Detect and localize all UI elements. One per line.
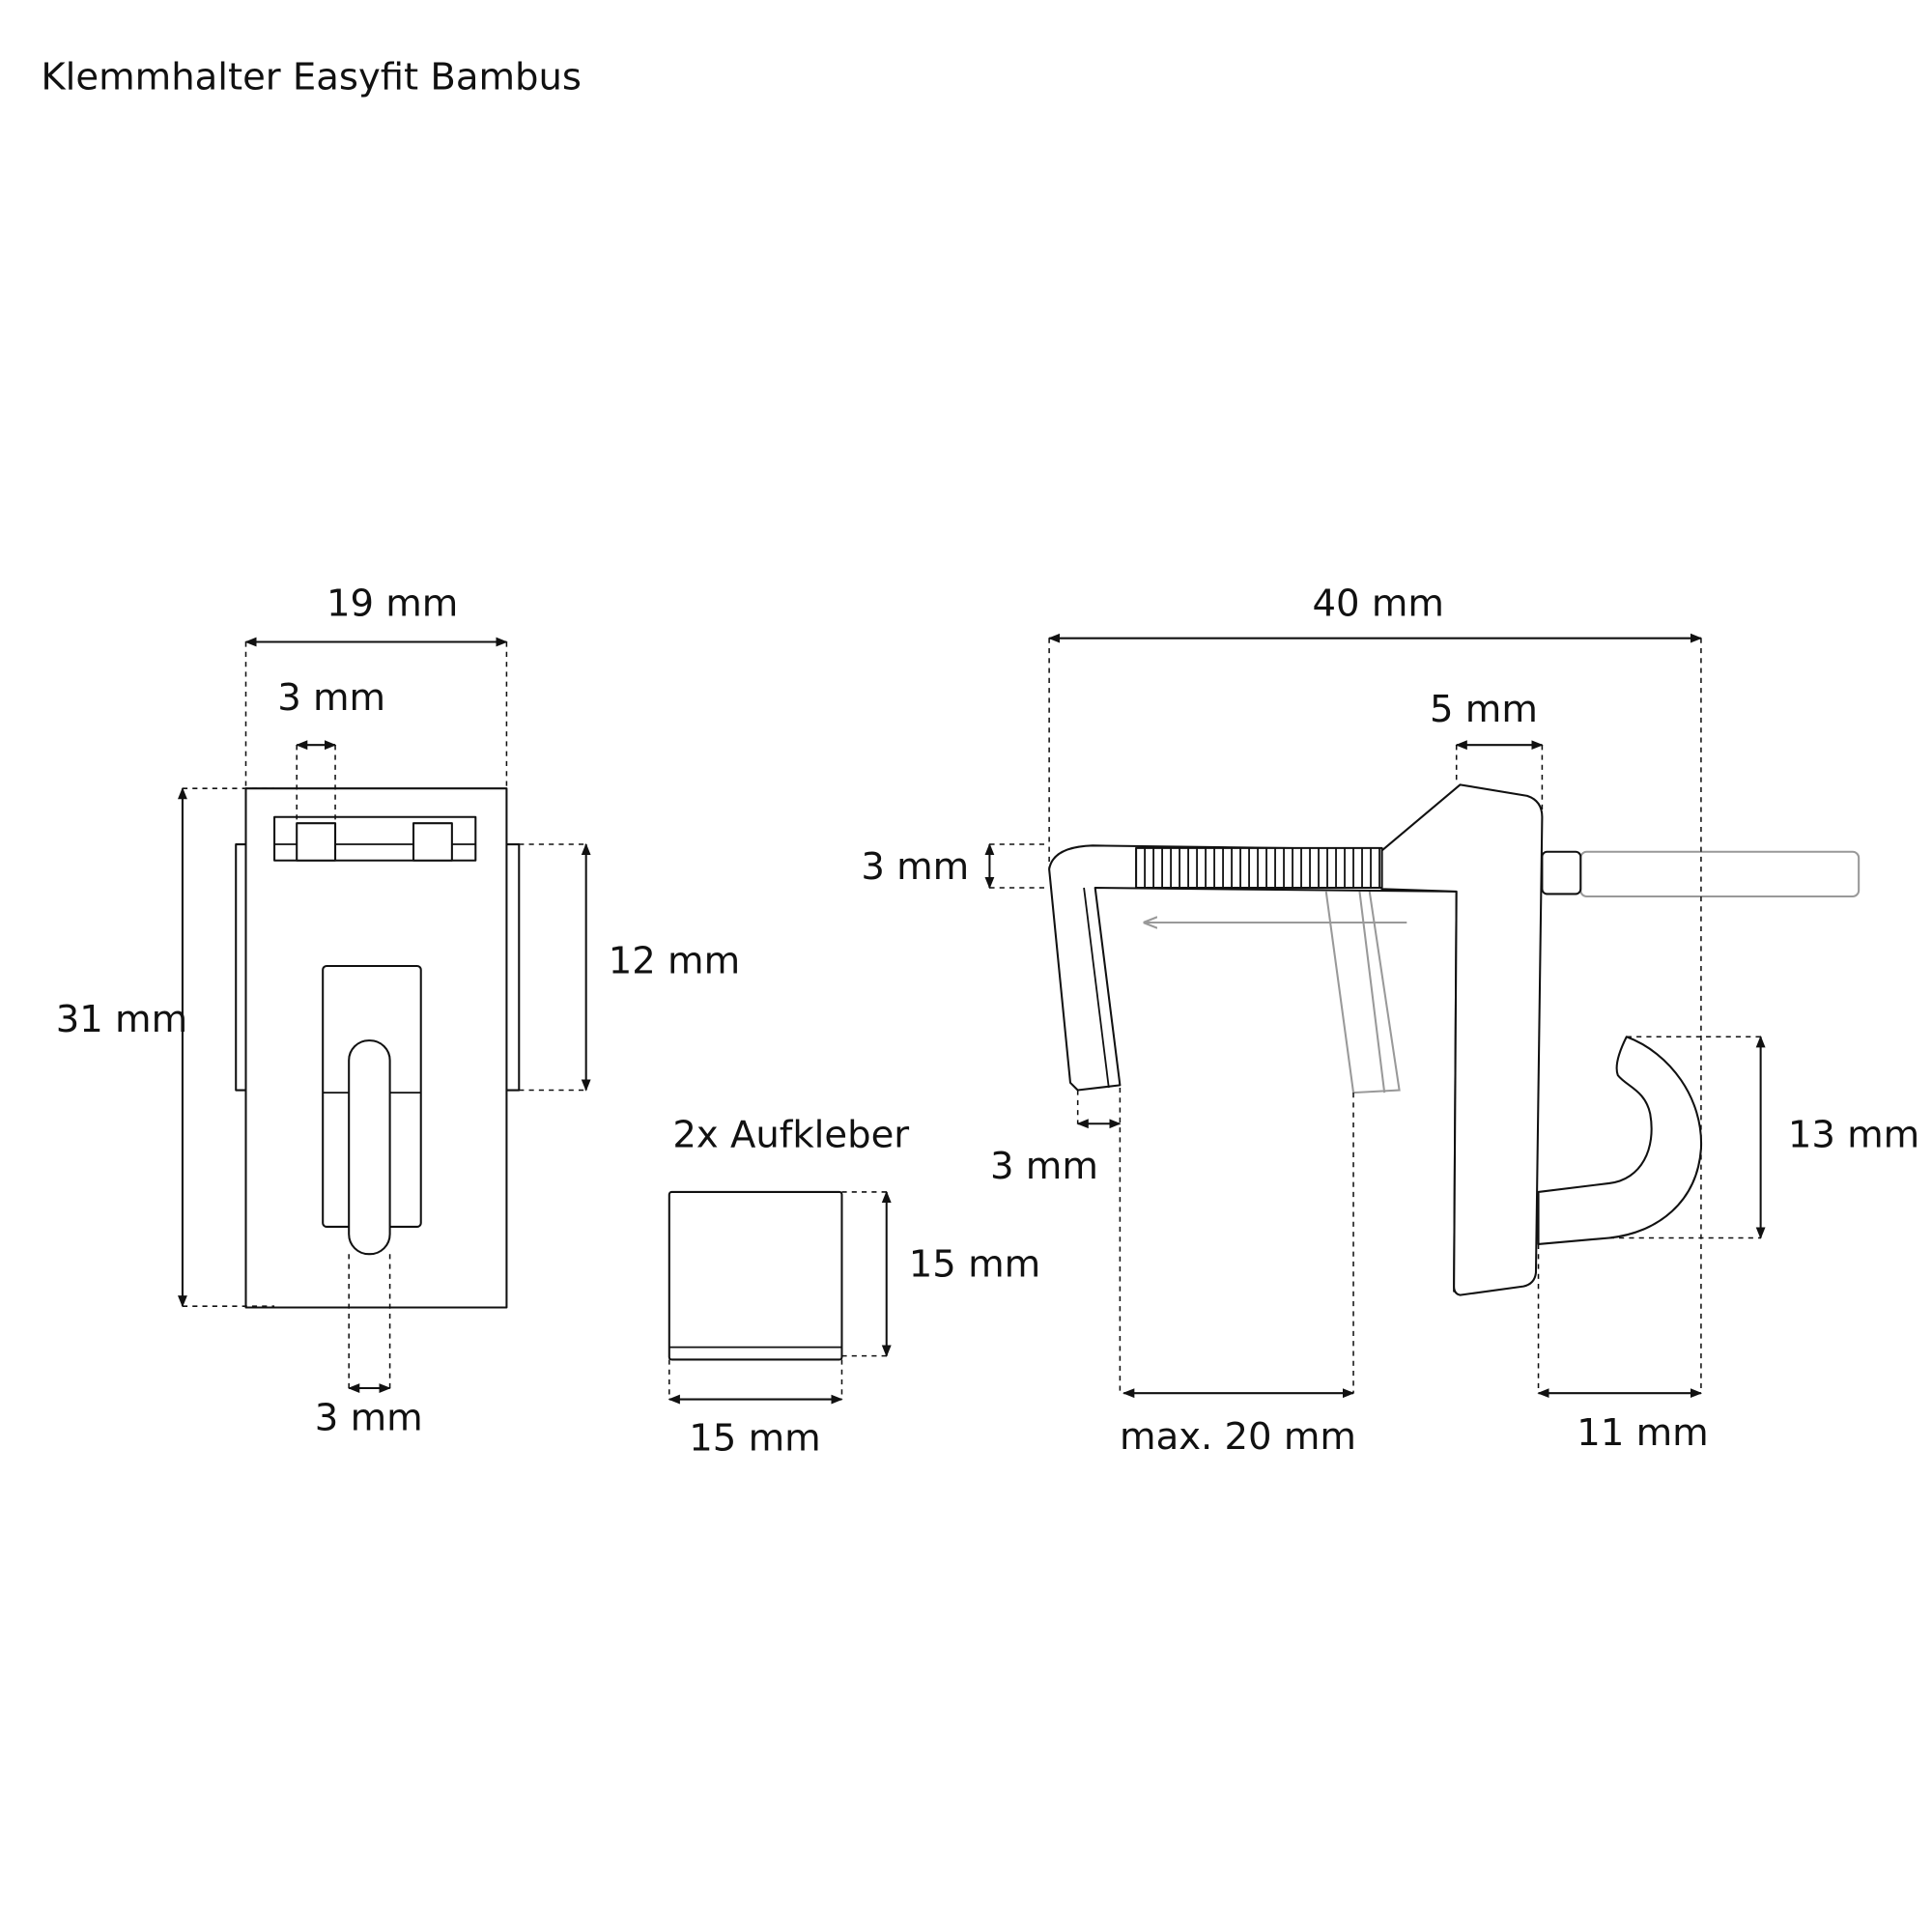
thread-hatch (1135, 846, 1383, 890)
dim-pin-label: 3 mm (315, 1397, 423, 1440)
sticker-square (668, 1190, 843, 1361)
dim-clamp-label: max. 20 mm (1120, 1415, 1356, 1459)
rod-ghost (1579, 850, 1861, 898)
side-view: 40 mm 5 mm 3 mm 3 mm max. 20 mm 13 mm 11… (861, 582, 1919, 1459)
dim-bracket-label: 3 mm (277, 676, 385, 720)
bracket-clip-right (412, 822, 453, 862)
hook (1537, 1036, 1702, 1245)
sticker-view: 2x Aufkleber 15 mm 15 mm (668, 1114, 1040, 1460)
dim-width-label: 19 mm (327, 582, 458, 626)
dim-hook-height-label: 13 mm (1788, 1114, 1919, 1157)
dim-jaw-label: 3 mm (990, 1145, 1098, 1188)
drawing-title: Klemmhalter Easyfit Bambus (41, 56, 582, 99)
dim-sticker-width-label: 15 mm (689, 1416, 820, 1460)
bracket-clip-left (296, 822, 337, 862)
clamp-body (1380, 783, 1544, 1296)
dim-length-label: 40 mm (1313, 582, 1444, 626)
dim-arm-label: 3 mm (861, 845, 969, 889)
front-view: 19 mm 3 mm 31 mm 12 mm 3 mm (56, 582, 740, 1440)
dim-body-label: 5 mm (1430, 688, 1538, 731)
dim-side-label: 12 mm (609, 940, 740, 983)
dim-hook-depth-label: 11 mm (1577, 1411, 1708, 1455)
dim-sticker-height-label: 15 mm (909, 1242, 1040, 1286)
hook-pin (348, 1039, 391, 1256)
sticker-label: 2x Aufkleber (672, 1114, 909, 1157)
rod-end (1541, 850, 1582, 895)
dim-height-label: 31 mm (56, 998, 187, 1041)
jaw-ghost (1324, 891, 1401, 1094)
